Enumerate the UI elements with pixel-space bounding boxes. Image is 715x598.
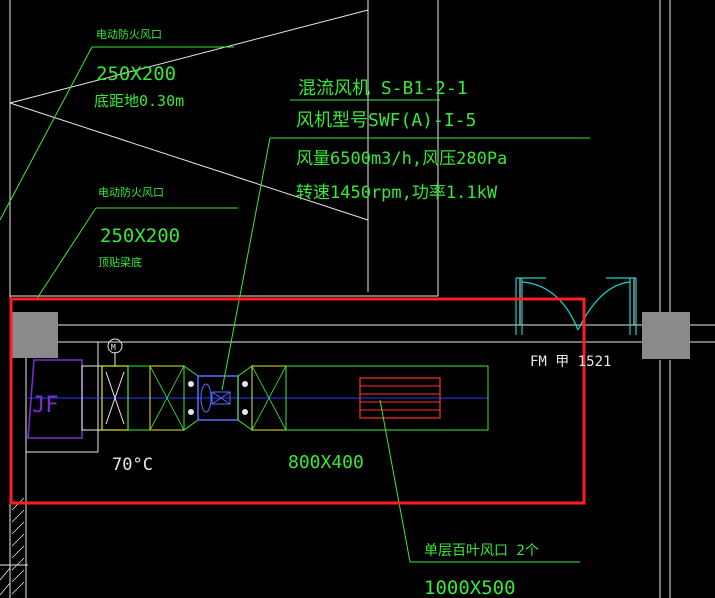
diagonal-lines	[9, 9, 369, 221]
leader-lines	[0, 46, 590, 563]
motor-icon	[107, 338, 123, 354]
damper-mid-size: 250X200	[100, 225, 180, 247]
duct-system	[26, 338, 489, 439]
fan-tag: 混流风机 S-B1-2-1	[298, 78, 468, 99]
door-label: FM 甲 1521	[530, 354, 611, 370]
motor-label: M	[111, 343, 116, 352]
damper-top-size: 250X200	[96, 63, 176, 85]
grille-title: 单层百叶风口 2个	[424, 543, 539, 559]
fan-speed: 转速1450rpm,功率1.1kW	[296, 183, 498, 203]
fan-model: 风机型号SWF(A)-I-5	[296, 110, 476, 131]
damper-top-title: 电动防火风口	[96, 27, 162, 41]
fan-icon	[200, 383, 212, 413]
column-right	[642, 312, 690, 359]
grille-size: 1000X500	[424, 577, 516, 598]
louver-grille	[359, 377, 441, 419]
isolators	[188, 381, 248, 415]
damper-top-height: 底距地0.30m	[94, 92, 184, 110]
damper-mid-title: 电动防火风口	[98, 185, 164, 199]
fire-damper-temp: 70°C	[112, 455, 153, 475]
column-left	[12, 312, 58, 358]
duct-size: 800X400	[288, 452, 364, 473]
wall-hatch	[0, 497, 25, 596]
door-swing	[515, 277, 637, 335]
main-duct	[285, 365, 489, 431]
unit-label: JF	[32, 393, 59, 418]
door-frame	[519, 278, 635, 325]
highlight-box	[9, 297, 586, 505]
damper-mid-note: 顶贴梁底	[98, 255, 142, 269]
fan-flow: 风量6500m3/h,风压280Pa	[296, 149, 507, 169]
